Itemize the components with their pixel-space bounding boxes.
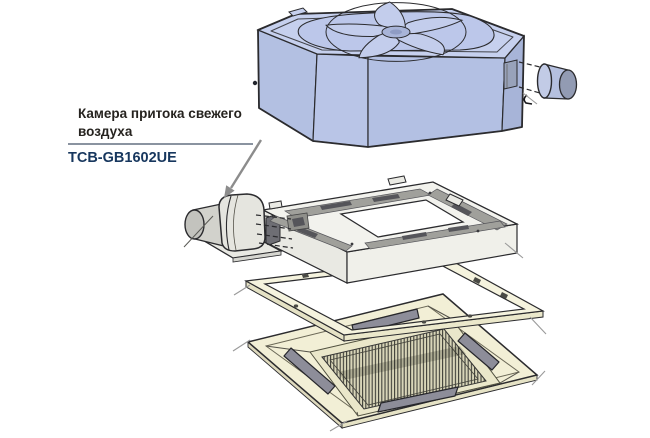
chamber-cap-ring2 — [233, 194, 239, 251]
corner-louvers — [283, 308, 500, 413]
adapter-screws — [350, 191, 480, 246]
arrow-head — [224, 185, 235, 198]
duct-flange — [536, 63, 553, 99]
unit-silhouette — [257, 8, 525, 148]
leader-ticks — [232, 92, 547, 432]
callout: Камера притока свежего воздуха TCB-GB160… — [68, 106, 263, 198]
assembly-dashed-lines — [255, 214, 294, 249]
panel-corner-ribs — [265, 305, 520, 417]
grille-mid-band — [338, 346, 466, 380]
fresh-air-chamber — [183, 193, 294, 263]
leader-arrow-icon — [224, 139, 263, 198]
chamber-detail-line — [183, 215, 214, 248]
unit-side-clip — [252, 80, 258, 86]
duct-dash-bottom — [518, 86, 541, 94]
louver-front — [377, 386, 459, 413]
louver-right — [457, 332, 500, 371]
part-number: TCB-GB1602UE — [68, 150, 177, 166]
adapter-tabs — [268, 175, 464, 210]
duct-face — [558, 69, 578, 100]
label-line1: Камера притока свежего — [78, 106, 242, 121]
chamber-flange-edge — [232, 250, 282, 263]
unit-top-inner-border — [270, 13, 514, 53]
fan-ring — [326, 3, 466, 62]
grille-frame-line — [329, 333, 479, 406]
unit-front-left-face — [312, 53, 369, 148]
unit-top-notch — [288, 7, 308, 17]
intake-grille-hatch — [322, 329, 486, 409]
indoor-unit — [252, 1, 578, 148]
chamber-drum — [218, 193, 266, 252]
louver-left — [283, 347, 336, 395]
adapter-frame — [260, 175, 520, 284]
adapter-rim-hole-inner — [292, 217, 305, 227]
duct-dash-top — [518, 61, 541, 68]
fan-blades — [322, 1, 462, 60]
fan — [322, 1, 466, 61]
label-line2: воздуха — [78, 124, 133, 139]
adapter-slots — [297, 194, 472, 240]
duct-connector — [536, 63, 578, 100]
chamber-stub-cap — [184, 209, 205, 240]
gasket-frame — [244, 256, 545, 342]
chamber-cap-ring — [225, 195, 232, 251]
duct-knockout — [503, 59, 518, 90]
arrow-shaft — [229, 139, 263, 189]
fan-hub-center — [390, 29, 402, 35]
